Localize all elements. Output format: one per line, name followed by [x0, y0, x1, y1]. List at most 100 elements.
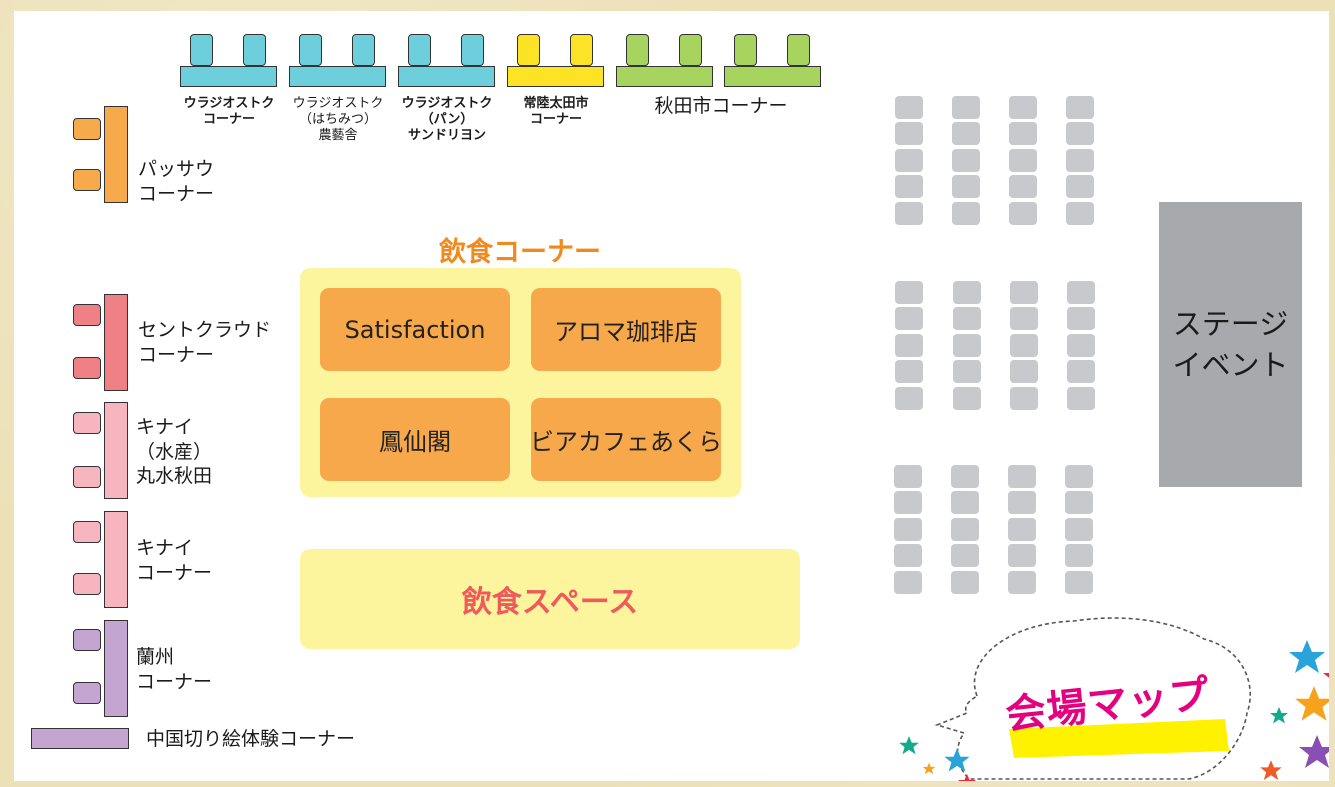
booth-table-st-cloud [104, 294, 128, 391]
booth-table-vladivostok [180, 66, 277, 87]
seat [894, 491, 922, 514]
booth-table-akita [616, 66, 713, 87]
booth-table-akita [724, 66, 821, 87]
map-badge-decoration [899, 617, 1329, 781]
seat [951, 518, 979, 541]
star-icon [1270, 707, 1288, 724]
seat [1009, 149, 1037, 172]
seat [953, 387, 981, 410]
label-line: （はちみつ） [298, 111, 377, 127]
seat [1009, 175, 1037, 198]
label-line: コーナー [136, 561, 213, 584]
label-line: 秋田市コーナー [654, 95, 788, 117]
booth-label-kinai-suisan: キナイ （水産） 丸水秋田 [136, 415, 212, 489]
seat [895, 175, 923, 198]
seat [953, 360, 981, 383]
seat [953, 281, 981, 304]
seat [952, 202, 980, 225]
booth-table-kinai-suisan [104, 402, 128, 499]
seat [895, 202, 923, 225]
seat [1065, 571, 1093, 594]
booth-table-chinese-papercut [31, 728, 129, 749]
chair [73, 118, 101, 140]
label-line: キナイ [136, 537, 194, 559]
booth-label-st-cloud: セントクラウド コーナー [138, 318, 271, 367]
seat [1066, 96, 1094, 119]
star-icon [1289, 640, 1325, 673]
seat [953, 307, 981, 330]
seat [894, 465, 922, 488]
seat [1008, 571, 1036, 594]
food-stall-beer-cafe-akura: ビアカフェあくら [530, 398, 722, 481]
label-line: ウラジオストク [183, 96, 275, 111]
star-icon [958, 774, 976, 781]
stage-area: ステージ イベント [1159, 202, 1302, 487]
chair [299, 34, 322, 66]
booth-table-vladivostok-honey [289, 66, 386, 87]
seat [1008, 465, 1036, 488]
chair [73, 682, 101, 704]
seat [953, 334, 981, 357]
label-line: 蘭州 [136, 646, 175, 668]
seat [1010, 281, 1038, 304]
food-stall-satisfaction: Satisfaction [320, 288, 510, 371]
label-line: キナイ [136, 416, 194, 438]
chair [461, 34, 484, 66]
seat [1009, 122, 1037, 145]
chair [570, 34, 593, 66]
chair [190, 34, 213, 66]
star-icon [1260, 760, 1282, 780]
chair [73, 573, 101, 595]
seat [1066, 149, 1094, 172]
label-line: パッサウ [138, 158, 215, 180]
seat [1008, 491, 1036, 514]
chair [408, 34, 431, 66]
stage-label-line: イベント [1172, 347, 1289, 382]
booth-table-ranshu [104, 620, 128, 717]
seat [1066, 202, 1094, 225]
seat [952, 96, 980, 119]
seat [1009, 202, 1037, 225]
label-line: コーナー [138, 182, 215, 205]
chair [73, 466, 101, 488]
seat [1065, 518, 1093, 541]
label-line: （水産） [136, 440, 213, 463]
badge-highlight-band [1009, 719, 1229, 758]
booth-table-hitachiota [507, 66, 604, 87]
chair [73, 357, 101, 379]
booth-label-hitachiota: 常陸太田市 コーナー [502, 96, 610, 128]
label-line: 農藝舎 [318, 127, 358, 143]
booth-table-kinai [104, 511, 128, 608]
seat [1009, 96, 1037, 119]
seat [1065, 491, 1093, 514]
booth-label-ranshu: 蘭州 コーナー [136, 645, 212, 694]
seat [1067, 387, 1095, 410]
seat [1066, 122, 1094, 145]
seat [895, 149, 923, 172]
seat [1010, 334, 1038, 357]
chair [73, 629, 101, 651]
chair [787, 34, 810, 66]
seat [895, 360, 923, 383]
chair [679, 34, 702, 66]
seat [1067, 360, 1095, 383]
chair [73, 521, 101, 543]
seat [1065, 465, 1093, 488]
seat [895, 96, 923, 119]
seat [895, 307, 923, 330]
booth-label-akita: 秋田市コーナー [626, 95, 816, 118]
label-line: 常陸太田市 [523, 96, 589, 111]
seat [951, 491, 979, 514]
label-line: （パン） [420, 111, 474, 127]
star-icon [922, 762, 936, 775]
seat [1010, 360, 1038, 383]
chair [73, 304, 101, 326]
seat [951, 465, 979, 488]
seat [952, 122, 980, 145]
seat [894, 544, 922, 567]
chair [73, 412, 101, 434]
seat [895, 281, 923, 304]
venue-map: ウラジオストク コーナー ウラジオストク （はちみつ） 農藝舎 ウラジオストク … [14, 11, 1329, 781]
star-icon [1299, 735, 1329, 768]
booth-label-vladivostok-honey: ウラジオストク （はちみつ） 農藝舎 [282, 96, 394, 144]
